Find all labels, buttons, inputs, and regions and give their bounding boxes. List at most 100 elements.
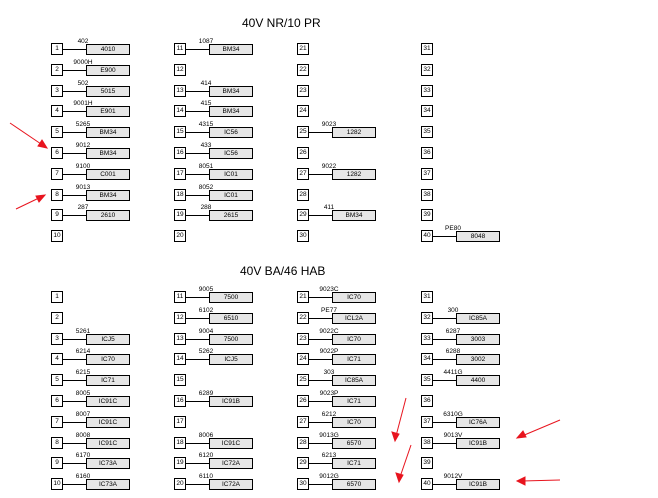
terminal-block[interactable]: 27 bbox=[297, 168, 309, 180]
terminal-block[interactable]: 6 bbox=[51, 395, 63, 407]
terminal-block[interactable]: 14 bbox=[174, 353, 186, 365]
terminal-block[interactable]: 33 bbox=[421, 333, 433, 345]
terminal-block[interactable]: 24 bbox=[297, 105, 309, 117]
device-box[interactable]: 8048 bbox=[456, 231, 500, 242]
device-box[interactable]: E900 bbox=[86, 65, 130, 76]
terminal-block[interactable]: 4 bbox=[51, 353, 63, 365]
device-box[interactable]: 6510 bbox=[209, 313, 253, 324]
terminal-block[interactable]: 13 bbox=[174, 85, 186, 97]
device-box[interactable]: 4010 bbox=[86, 44, 130, 55]
terminal-block[interactable]: 28 bbox=[297, 189, 309, 201]
terminal-block[interactable]: 13 bbox=[174, 333, 186, 345]
terminal-block[interactable]: 32 bbox=[421, 312, 433, 324]
device-box[interactable]: IC91C bbox=[209, 438, 253, 449]
device-box[interactable]: IC91B bbox=[456, 438, 500, 449]
terminal-block[interactable]: 1 bbox=[51, 291, 63, 303]
device-box[interactable]: BM34 bbox=[86, 190, 130, 201]
terminal-block[interactable]: 10 bbox=[51, 478, 63, 490]
terminal-block[interactable]: 26 bbox=[297, 395, 309, 407]
device-box[interactable]: 7500 bbox=[209, 292, 253, 303]
device-box[interactable]: IC72A bbox=[209, 458, 253, 469]
terminal-block[interactable]: 29 bbox=[297, 209, 309, 221]
terminal-block[interactable]: 20 bbox=[174, 230, 186, 242]
device-box[interactable]: BM34 bbox=[209, 44, 253, 55]
terminal-block[interactable]: 31 bbox=[421, 43, 433, 55]
terminal-block[interactable]: 31 bbox=[421, 291, 433, 303]
terminal-block[interactable]: 7 bbox=[51, 168, 63, 180]
device-box[interactable]: BM34 bbox=[332, 210, 376, 221]
terminal-block[interactable]: 37 bbox=[421, 168, 433, 180]
device-box[interactable]: IC70 bbox=[86, 354, 130, 365]
terminal-block[interactable]: 17 bbox=[174, 416, 186, 428]
device-box[interactable]: IC01 bbox=[209, 169, 253, 180]
device-box[interactable]: IC71 bbox=[86, 375, 130, 386]
terminal-block[interactable]: 23 bbox=[297, 333, 309, 345]
terminal-block[interactable]: 39 bbox=[421, 457, 433, 469]
terminal-block[interactable]: 16 bbox=[174, 147, 186, 159]
terminal-block[interactable]: 19 bbox=[174, 209, 186, 221]
device-box[interactable]: IC73A bbox=[86, 479, 130, 490]
device-box[interactable]: IC91C bbox=[86, 417, 130, 428]
device-box[interactable]: BM34 bbox=[86, 148, 130, 159]
device-box[interactable]: 3002 bbox=[456, 354, 500, 365]
terminal-block[interactable]: 30 bbox=[297, 478, 309, 490]
device-box[interactable]: IC91C bbox=[86, 396, 130, 407]
device-box[interactable]: E901 bbox=[86, 106, 130, 117]
terminal-block[interactable]: 37 bbox=[421, 416, 433, 428]
terminal-block[interactable]: 4 bbox=[51, 105, 63, 117]
terminal-block[interactable]: 40 bbox=[421, 478, 433, 490]
terminal-block[interactable]: 9 bbox=[51, 209, 63, 221]
terminal-block[interactable]: 29 bbox=[297, 457, 309, 469]
device-box[interactable]: 6570 bbox=[332, 438, 376, 449]
terminal-block[interactable]: 34 bbox=[421, 353, 433, 365]
terminal-block[interactable]: 18 bbox=[174, 189, 186, 201]
device-box[interactable]: IC70 bbox=[332, 417, 376, 428]
terminal-block[interactable]: 35 bbox=[421, 126, 433, 138]
terminal-block[interactable]: 6 bbox=[51, 147, 63, 159]
device-box[interactable]: BM34 bbox=[209, 86, 253, 97]
terminal-block[interactable]: 39 bbox=[421, 209, 433, 221]
terminal-block[interactable]: 23 bbox=[297, 85, 309, 97]
terminal-block[interactable]: 15 bbox=[174, 374, 186, 386]
terminal-block[interactable]: 12 bbox=[174, 64, 186, 76]
terminal-block[interactable]: 33 bbox=[421, 85, 433, 97]
device-box[interactable]: ICL2A bbox=[332, 313, 376, 324]
terminal-block[interactable]: 3 bbox=[51, 85, 63, 97]
device-box[interactable]: BM34 bbox=[209, 106, 253, 117]
terminal-block[interactable]: 3 bbox=[51, 333, 63, 345]
terminal-block[interactable]: 16 bbox=[174, 395, 186, 407]
terminal-block[interactable]: 11 bbox=[174, 291, 186, 303]
device-box[interactable]: IC70 bbox=[332, 334, 376, 345]
terminal-block[interactable]: 5 bbox=[51, 374, 63, 386]
terminal-block[interactable]: 22 bbox=[297, 312, 309, 324]
device-box[interactable]: IC85A bbox=[332, 375, 376, 386]
terminal-block[interactable]: 11 bbox=[174, 43, 186, 55]
terminal-block[interactable]: 19 bbox=[174, 457, 186, 469]
terminal-block[interactable]: 22 bbox=[297, 64, 309, 76]
terminal-block[interactable]: 9 bbox=[51, 457, 63, 469]
device-box[interactable]: IC72A bbox=[209, 479, 253, 490]
device-box[interactable]: IC91C bbox=[86, 438, 130, 449]
terminal-block[interactable]: 18 bbox=[174, 437, 186, 449]
device-box[interactable]: IC71 bbox=[332, 458, 376, 469]
terminal-block[interactable]: 8 bbox=[51, 189, 63, 201]
device-box[interactable]: BM34 bbox=[86, 127, 130, 138]
device-box[interactable]: IC91B bbox=[456, 479, 500, 490]
device-box[interactable]: IC76A bbox=[456, 417, 500, 428]
terminal-block[interactable]: 20 bbox=[174, 478, 186, 490]
device-box[interactable]: 4400 bbox=[456, 375, 500, 386]
terminal-block[interactable]: 12 bbox=[174, 312, 186, 324]
device-box[interactable]: IC56 bbox=[209, 148, 253, 159]
device-box[interactable]: IC01 bbox=[209, 190, 253, 201]
terminal-block[interactable]: 25 bbox=[297, 126, 309, 138]
device-box[interactable]: ICJ5 bbox=[86, 334, 130, 345]
terminal-block[interactable]: 2 bbox=[51, 312, 63, 324]
terminal-block[interactable]: 1 bbox=[51, 43, 63, 55]
terminal-block[interactable]: 25 bbox=[297, 374, 309, 386]
device-box[interactable]: IC56 bbox=[209, 127, 253, 138]
terminal-block[interactable]: 10 bbox=[51, 230, 63, 242]
device-box[interactable]: 7500 bbox=[209, 334, 253, 345]
device-box[interactable]: 3003 bbox=[456, 334, 500, 345]
terminal-block[interactable]: 40 bbox=[421, 230, 433, 242]
terminal-block[interactable]: 27 bbox=[297, 416, 309, 428]
